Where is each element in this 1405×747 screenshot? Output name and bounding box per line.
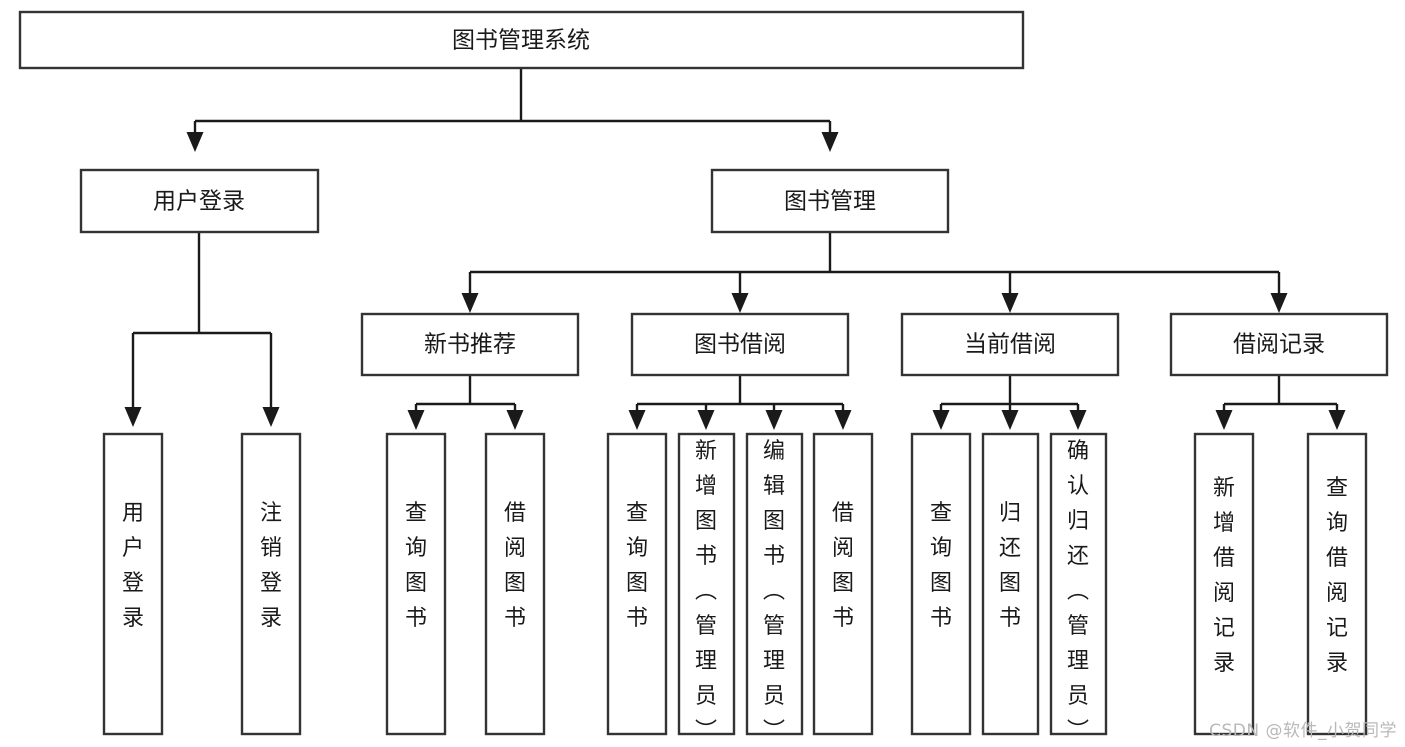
node-user-login-label: 用户登录 — [153, 189, 245, 215]
leaf-records-add-record-box[interactable] — [1193, 432, 1255, 736]
leaf-records-add-record[interactable]: 新增借阅记录 — [1193, 432, 1255, 736]
leaf-borrow-borrow-book-box[interactable] — [812, 432, 874, 736]
arrow-current-leaf-1 — [932, 410, 950, 430]
leaf-borrow-edit-book-label: 编辑图书︵管理员︶ — [763, 439, 785, 744]
node-current-borrow-box[interactable] — [900, 312, 1120, 377]
node-book-borrow[interactable]: 图书借阅 — [630, 312, 850, 377]
arrow-bookmgmt-child-1 — [461, 293, 479, 313]
leaf-newbook-query-book-box[interactable] — [385, 432, 447, 736]
arrow-login-leaf-1 — [124, 407, 142, 427]
leaf-borrow-borrow-book-label: 借阅图书 — [832, 501, 854, 631]
leaf-borrow-query-book-label: 查询图书 — [626, 501, 648, 631]
leaf-current-confirm-return-box[interactable] — [1049, 432, 1108, 736]
leaf-borrow-query-book[interactable]: 查询图书 — [606, 432, 668, 736]
arrow-records-leaf-2 — [1328, 410, 1346, 430]
leaf-newbook-borrow-book-label: 借阅图书 — [504, 501, 526, 631]
node-book-borrow-label: 图书借阅 — [694, 332, 786, 358]
arrow-borrow-leaf-1 — [628, 410, 646, 430]
arrow-current-leaf-2 — [1001, 410, 1019, 430]
node-borrow-records-label: 借阅记录 — [1233, 332, 1325, 358]
arrow-root-to-login — [186, 132, 204, 152]
arrow-borrow-leaf-2 — [697, 410, 715, 430]
node-book-management-box[interactable] — [710, 168, 950, 234]
leaf-user-login-login-box[interactable] — [102, 432, 164, 736]
leaf-records-query-record-label: 查询借阅记录 — [1326, 476, 1348, 676]
arrow-bookmgmt-child-4 — [1270, 293, 1288, 313]
leaf-borrow-borrow-book[interactable]: 借阅图书 — [812, 432, 874, 736]
node-user-login-box[interactable] — [79, 168, 320, 234]
leaf-records-query-record-box[interactable] — [1306, 432, 1368, 736]
leaf-current-return-book-box[interactable] — [981, 432, 1040, 736]
node-root-system-label: 图书管理系统 — [452, 28, 590, 54]
connector-group-borrow-records — [1215, 375, 1346, 430]
arrow-bookmgmt-child-3 — [1001, 293, 1019, 313]
arrow-current-leaf-3 — [1069, 410, 1087, 430]
node-book-management-label: 图书管理 — [784, 189, 876, 215]
node-root-system-box[interactable] — [18, 10, 1025, 70]
leaf-newbook-query-book[interactable]: 查询图书 — [385, 432, 447, 736]
leaf-current-query-book-label: 查询图书 — [930, 501, 952, 631]
node-borrow-records[interactable]: 借阅记录 — [1169, 312, 1389, 377]
leaf-user-login-login-label: 用户登录 — [122, 501, 144, 631]
node-book-borrow-box[interactable] — [630, 312, 850, 377]
connector-group-new-book — [407, 375, 524, 430]
leaf-records-add-record-label: 新增借阅记录 — [1213, 476, 1235, 676]
leaf-user-login-login[interactable]: 用户登录 — [102, 432, 164, 736]
leaf-borrow-edit-book[interactable]: 编辑图书︵管理员︶ — [745, 432, 804, 744]
arrow-root-to-bookmgmt — [821, 132, 839, 152]
node-borrow-records-box[interactable] — [1169, 312, 1389, 377]
arrow-borrow-leaf-3 — [765, 410, 783, 430]
leaf-newbook-query-book-label: 查询图书 — [405, 501, 427, 631]
arrow-newbook-leaf-1 — [407, 410, 425, 430]
leaf-borrow-query-book-box[interactable] — [606, 432, 668, 736]
leaf-user-login-logout[interactable]: 注销登录 — [240, 432, 302, 736]
node-new-book-recommend-label: 新书推荐 — [424, 332, 516, 358]
node-new-book-recommend-box[interactable] — [360, 312, 580, 377]
connector-group-book-management — [461, 232, 1288, 313]
leaf-borrow-add-book-label: 新增图书︵管理员︶ — [695, 439, 717, 744]
connector-group-user-login — [124, 232, 280, 427]
leaf-current-confirm-return-label: 确认归还︵管理员︶ — [1067, 439, 1089, 744]
leaf-current-return-book[interactable]: 归还图书 — [981, 432, 1040, 736]
leaf-borrow-add-book-box[interactable] — [677, 432, 736, 736]
csdn-watermark: CSDN @软件_小贺同学 — [1209, 721, 1397, 741]
leaf-records-query-record[interactable]: 查询借阅记录 — [1306, 432, 1368, 736]
leaf-current-query-book[interactable]: 查询图书 — [910, 432, 972, 736]
arrow-bookmgmt-child-2 — [731, 293, 749, 313]
leaf-user-login-logout-box[interactable] — [240, 432, 302, 736]
arrow-records-leaf-1 — [1215, 410, 1233, 430]
node-root-system[interactable]: 图书管理系统 — [18, 10, 1025, 70]
leaf-newbook-borrow-book[interactable]: 借阅图书 — [484, 432, 546, 736]
node-user-login[interactable]: 用户登录 — [79, 168, 320, 234]
connector-group-root — [186, 68, 839, 152]
leaf-borrow-add-book[interactable]: 新增图书︵管理员︶ — [677, 432, 736, 744]
leaf-current-return-book-label: 归还图书 — [999, 501, 1021, 631]
leaf-current-confirm-return[interactable]: 确认归还︵管理员︶ — [1049, 432, 1108, 744]
arrow-borrow-leaf-4 — [834, 410, 852, 430]
leaf-current-query-book-box[interactable] — [910, 432, 972, 736]
node-current-borrow[interactable]: 当前借阅 — [900, 312, 1120, 377]
arrow-newbook-leaf-2 — [506, 410, 524, 430]
leaf-user-login-logout-label: 注销登录 — [260, 501, 282, 631]
leaf-borrow-edit-book-box[interactable] — [745, 432, 804, 736]
node-book-management[interactable]: 图书管理 — [710, 168, 950, 234]
arrow-login-leaf-2 — [262, 407, 280, 427]
node-new-book-recommend[interactable]: 新书推荐 — [360, 312, 580, 377]
leaf-newbook-borrow-book-box[interactable] — [484, 432, 546, 736]
connector-group-current-borrow — [932, 375, 1087, 430]
node-current-borrow-label: 当前借阅 — [964, 332, 1056, 358]
connector-group-book-borrow — [628, 375, 852, 430]
